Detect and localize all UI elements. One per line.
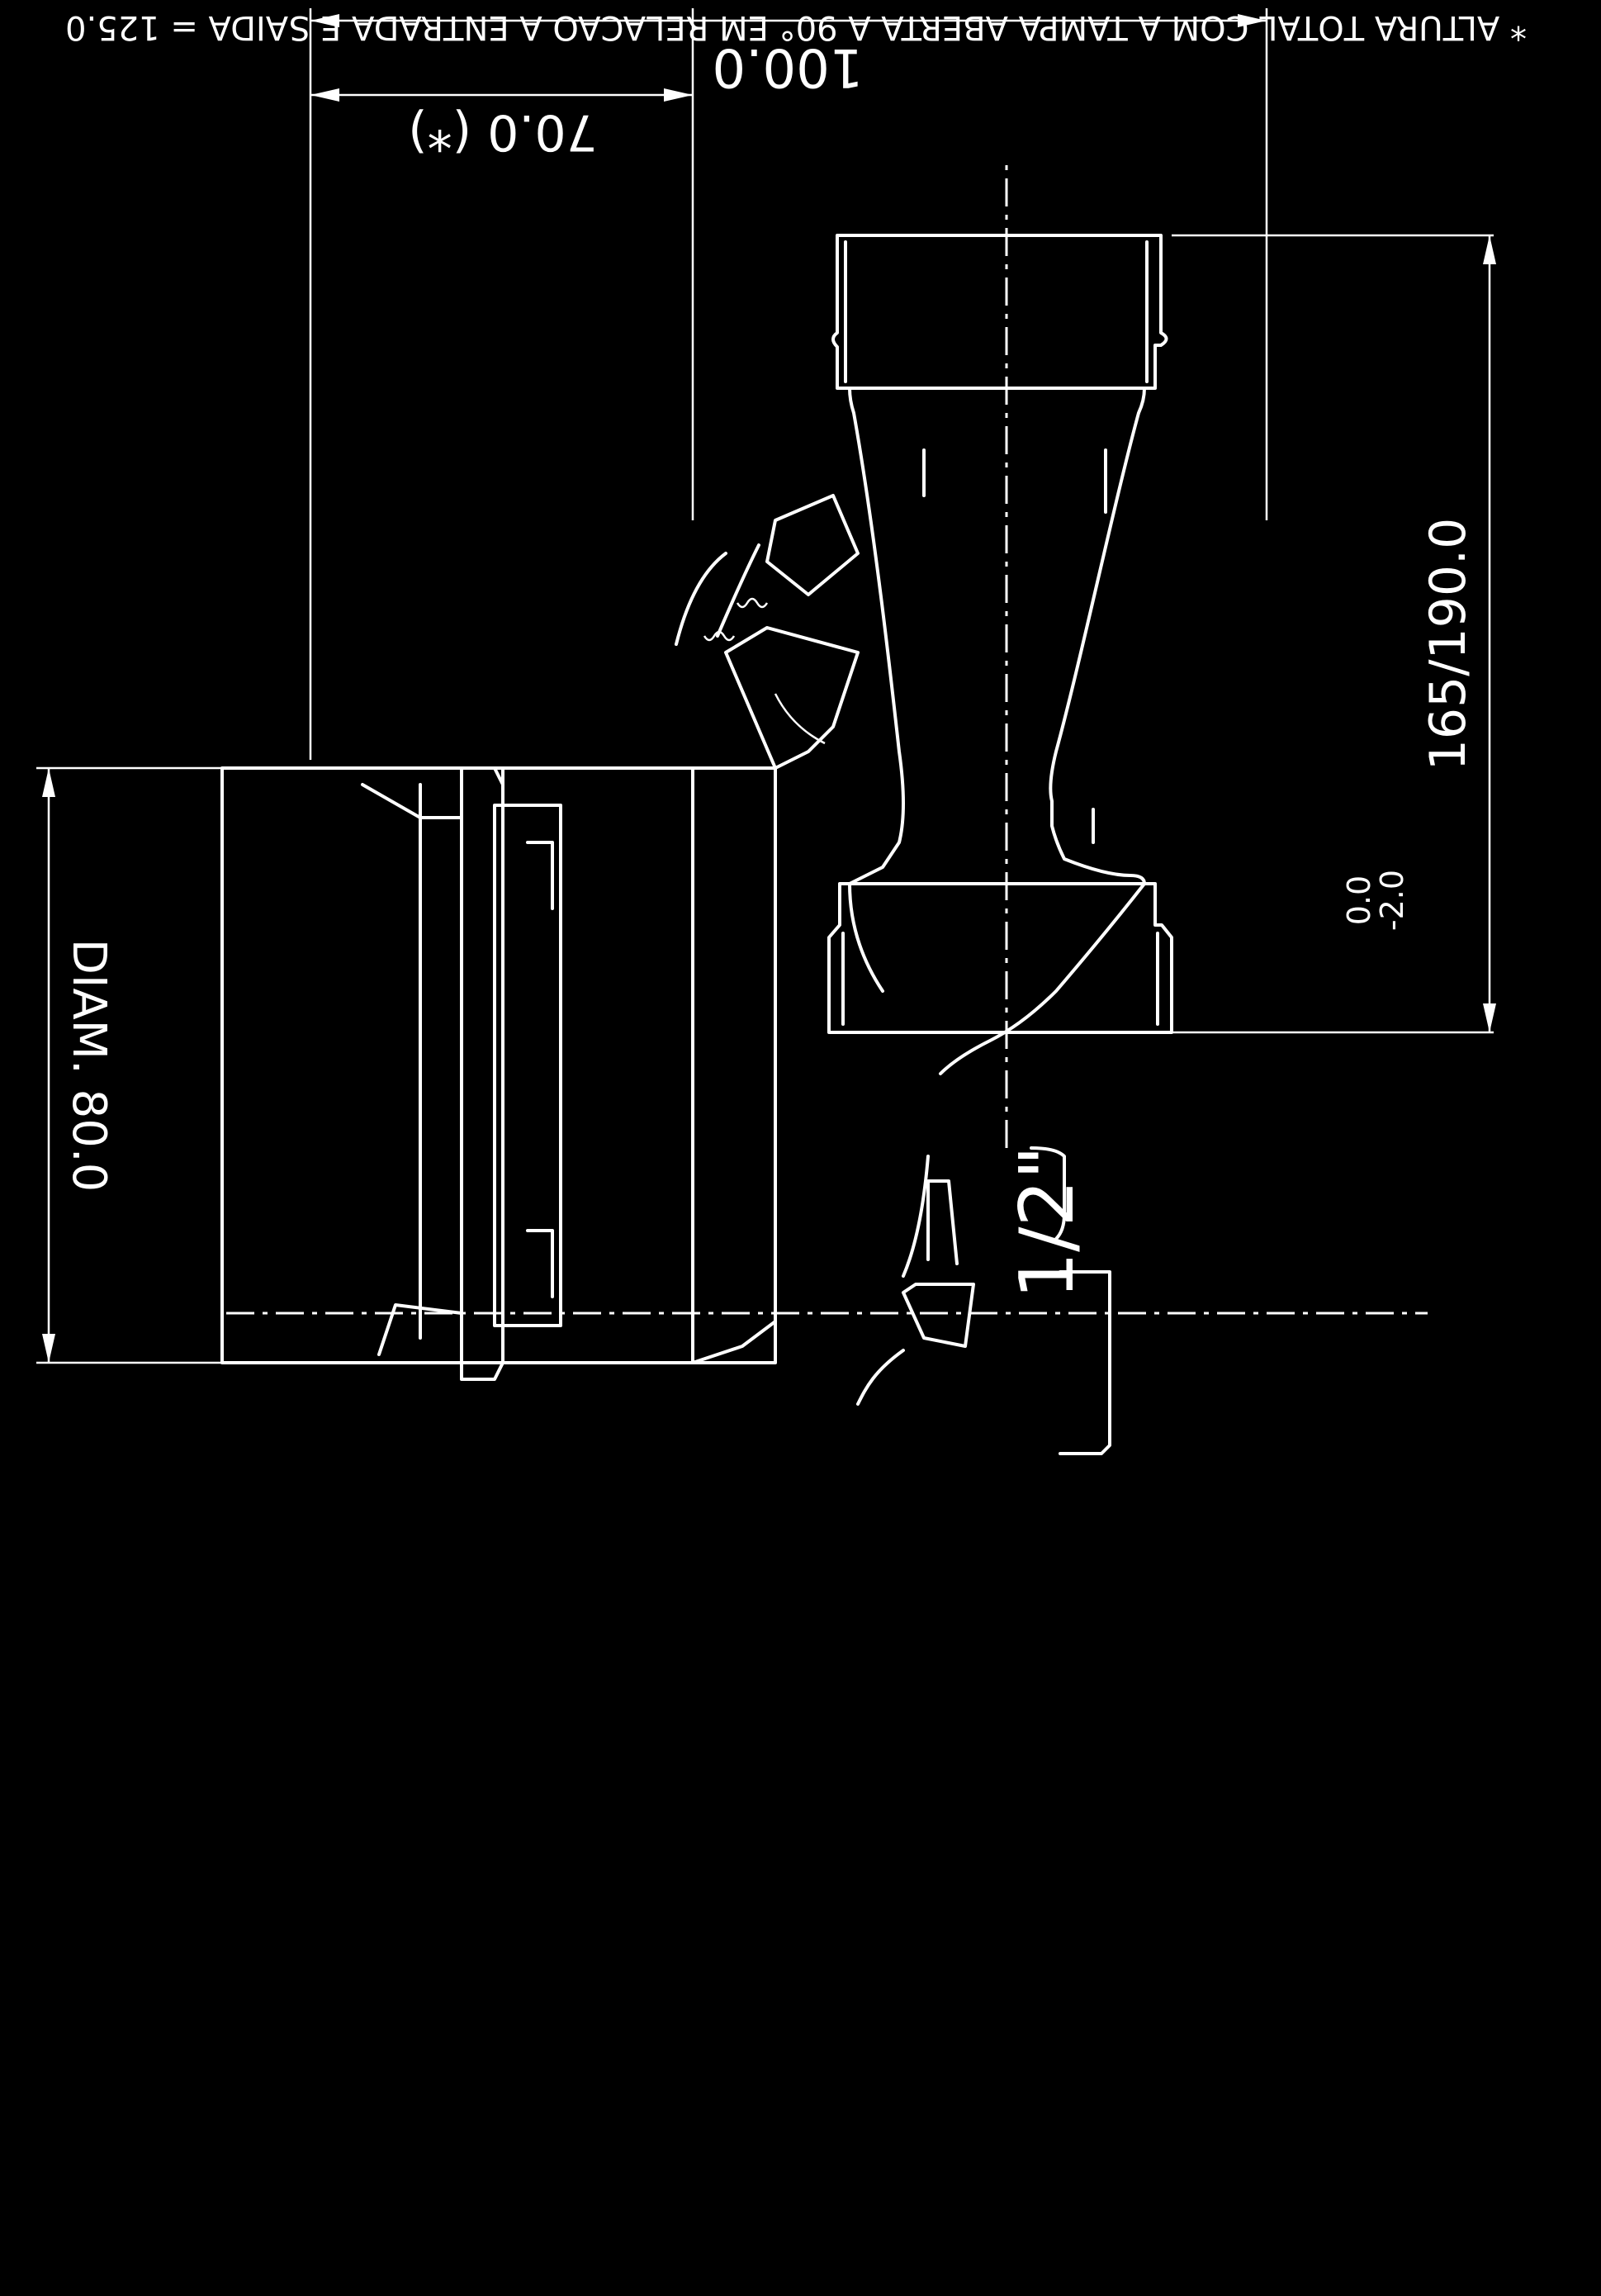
height-total-label: 100.0	[712, 36, 863, 97]
dimension-lines	[36, 8, 1496, 1364]
diameter-label: DIAM. 80.0	[62, 939, 116, 1193]
center-lines	[226, 165, 1428, 1315]
length-label: 165/190.0	[1419, 518, 1477, 771]
note-text: * ALTURA TOTAL COM A TAMPA ABERTA A 90° …	[65, 8, 1527, 46]
length-tolerance-lower: -2.0	[1374, 870, 1410, 931]
height-star-label: 70.0 (*)	[408, 103, 597, 161]
body-marking-label: 1/2"	[1004, 1146, 1091, 1299]
meter-head	[220, 494, 860, 1381]
length-tolerance-upper: 0.0	[1341, 875, 1377, 925]
labels: DIAM. 80.0 165/190.0 0.0 -2.0 70.0 (*) 1…	[62, 8, 1527, 1299]
meter-body	[827, 234, 1173, 1455]
